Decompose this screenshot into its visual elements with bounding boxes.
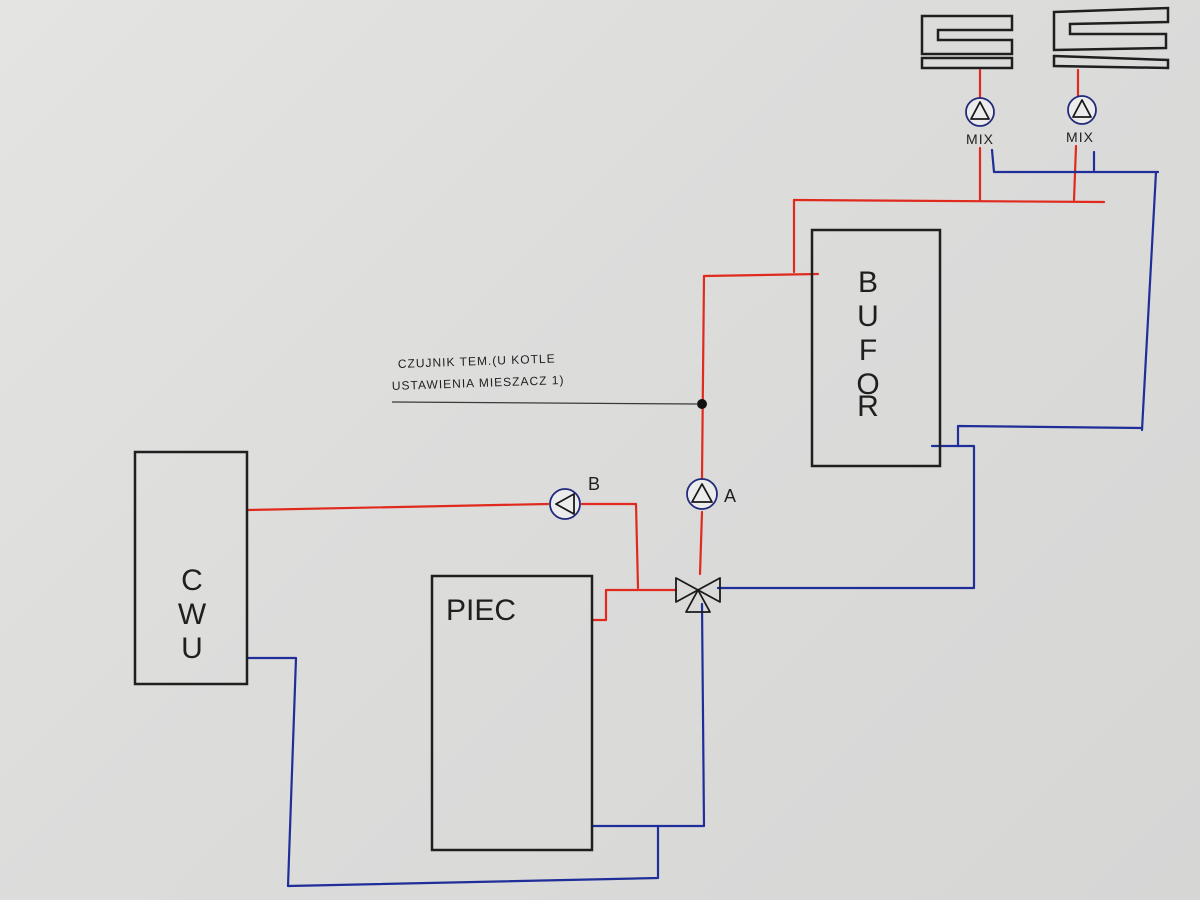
supply-pipes	[246, 68, 1106, 622]
bufor-letter: U	[857, 300, 879, 333]
cwu-letter: U	[181, 632, 203, 665]
pump-b-label: B	[588, 474, 600, 494]
pump-mix-1-label: MIX	[966, 131, 994, 147]
bufor-letter: B	[858, 266, 878, 299]
radiator-icon	[920, 14, 1014, 70]
sensor-note-line2: USTAWIENIA MIESZACZ 1)	[392, 373, 565, 393]
bufor-letter: R	[857, 390, 879, 423]
piec-boiler	[430, 574, 594, 852]
pump-mix-1	[965, 97, 995, 127]
return-pipes	[246, 148, 1160, 888]
bufor-letter: F	[859, 334, 877, 367]
three-way-valve-icon	[675, 577, 721, 613]
pump-a	[686, 478, 718, 510]
radiator-icon	[1052, 6, 1170, 70]
pump-b	[549, 488, 581, 520]
piec-label: PIEC	[446, 594, 516, 627]
cwu-letter: W	[178, 598, 207, 631]
pump-mix-2	[1067, 95, 1097, 125]
sensor-note-line1: CZUJNIK TEM.(U KOTLE	[398, 351, 556, 370]
pump-a-label: A	[724, 486, 736, 506]
cwu-tank	[133, 450, 249, 686]
bufor-tank	[810, 228, 942, 468]
cwu-letter: C	[181, 564, 203, 597]
bufor-letter: O	[856, 368, 879, 401]
pump-mix-2-label: MIX	[1066, 129, 1094, 145]
temperature-sensor-icon	[697, 399, 707, 409]
